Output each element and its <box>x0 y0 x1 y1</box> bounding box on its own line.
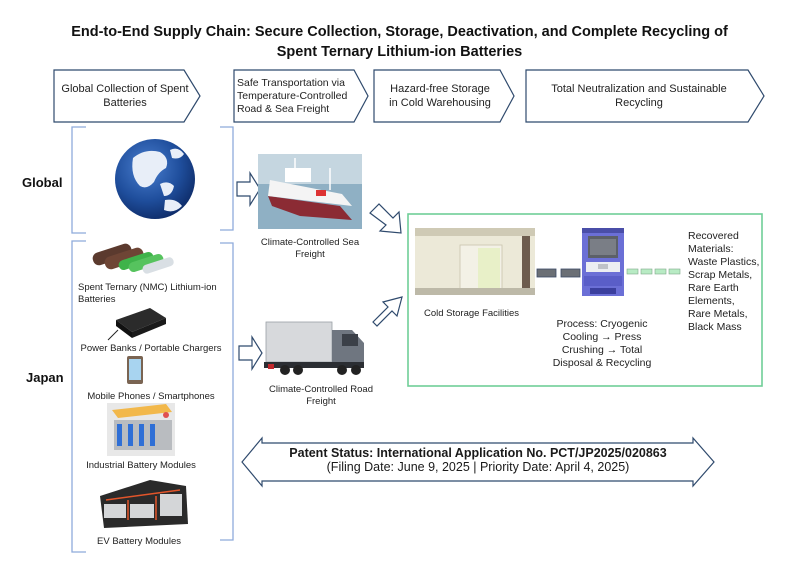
cold-storage-icon <box>415 228 535 295</box>
ship-icon <box>258 154 362 229</box>
caption-road-line-2: Freight <box>306 396 336 407</box>
ev-battery-icon <box>100 480 188 528</box>
patent-status: Patent Status: International Application… <box>262 446 694 474</box>
caption-cold-storage: Cold Storage Facilities <box>424 308 520 319</box>
caption-road-freight: Climate-Controlled Road Freight <box>256 384 386 408</box>
caption-ev-battery: EV Battery Modules <box>97 536 181 547</box>
process-description: Process: Cryogenic Cooling → Press Crush… <box>552 318 652 370</box>
materials-line-4: Scrap Metals, <box>688 269 753 281</box>
stage-1-line-2: Batteries <box>103 97 147 109</box>
arrow-japan-to-truck <box>238 334 263 372</box>
arrow-globe-to-ship <box>236 170 261 208</box>
industrial-module-icon <box>107 403 175 456</box>
stage-4-line-2: Recycling <box>615 97 663 109</box>
region-label-japan: Japan <box>26 370 64 385</box>
bracket-global-left <box>71 126 86 234</box>
process-line-3: Crushing → Total <box>561 344 643 356</box>
processing-box <box>407 213 763 387</box>
stage-chevron-2 <box>233 69 369 123</box>
materials-line-2: Materials: <box>688 243 734 255</box>
stage-3-line-2: in Cold Warehousing <box>389 97 491 109</box>
stage-chevron-4 <box>525 69 765 123</box>
caption-cells-line-1: Spent Ternary (NMC) Lithium-ion <box>78 282 217 293</box>
caption-road-line-1: Climate-Controlled Road <box>268 384 374 395</box>
conveyor-out <box>626 268 681 275</box>
materials-line-6: Elements, <box>688 295 735 307</box>
materials-line-1: Recovered <box>688 230 739 242</box>
conveyor-in <box>536 268 581 278</box>
power-bank-icon <box>107 308 166 341</box>
stage-3-label: Hazard-free Storage in Cold Warehousing <box>374 72 506 120</box>
process-line-2: Cooling → Press <box>562 331 642 343</box>
process-line-4: Disposal & Recycling <box>552 357 652 369</box>
stage-1-line-1: Global Collection of Spent <box>61 83 189 95</box>
materials-line-7: Rare Metals, <box>688 308 748 320</box>
caption-industrial-module: Industrial Battery Modules <box>86 460 196 471</box>
stage-4-line-1: Total Neutralization and Sustainable <box>551 83 727 95</box>
caption-sea-freight: Climate-Controlled Sea Freight <box>250 237 370 261</box>
bracket-japan-right <box>220 242 234 541</box>
region-label-global: Global <box>22 175 63 190</box>
caption-cells-line-2: Batteries <box>78 294 116 305</box>
truck-icon <box>264 321 364 375</box>
arrow-truck-to-storage <box>372 296 403 327</box>
caption-smartphone: Mobile Phones / Smartphones <box>87 391 215 402</box>
materials-line-8: Black Mass <box>688 321 742 333</box>
cylindrical-cells-icon <box>92 243 174 274</box>
patent-double-arrow <box>241 436 715 488</box>
materials-line-3: Waste Plastics, <box>688 256 760 268</box>
stage-chevron-1 <box>53 69 201 123</box>
process-line-1: Process: Cryogenic <box>556 318 648 330</box>
caption-power-bank: Power Banks / Portable Chargers <box>80 343 222 354</box>
crusher-machine-icon <box>582 228 624 296</box>
stage-chevron-3 <box>373 69 515 123</box>
recovered-materials: Recovered Materials: Waste Plastics, Scr… <box>688 230 798 334</box>
patent-main-text: Patent Status: International Application… <box>289 446 667 460</box>
title-line-2: Spent Ternary Lithium-ion Batteries <box>276 44 523 60</box>
bracket-global-right <box>220 126 234 231</box>
diagram-title: End-to-End Supply Chain: Secure Collecti… <box>0 22 799 62</box>
bracket-japan-left <box>71 240 86 553</box>
caption-sea-line-2: Freight <box>295 249 325 260</box>
caption-cells: Spent Ternary (NMC) Lithium-ion Batterie… <box>78 282 228 306</box>
caption-sea-line-1: Climate-Controlled Sea <box>260 237 360 248</box>
stage-3-line-1: Hazard-free Storage <box>390 83 490 95</box>
stage-2-line-1: Safe Transportation via <box>237 76 345 89</box>
patent-dates-text: (Filing Date: June 9, 2025 | Priority Da… <box>326 460 630 474</box>
arrow-ship-to-storage <box>369 203 402 234</box>
globe-icon <box>115 139 195 219</box>
materials-line-5: Rare Earth <box>688 282 739 294</box>
stage-2-line-3: Road & Sea Freight <box>237 102 330 115</box>
title-line-1: End-to-End Supply Chain: Secure Collecti… <box>71 24 728 40</box>
stage-2-line-2: Temperature-Controlled <box>237 89 348 102</box>
smartphone-icon <box>127 356 143 384</box>
